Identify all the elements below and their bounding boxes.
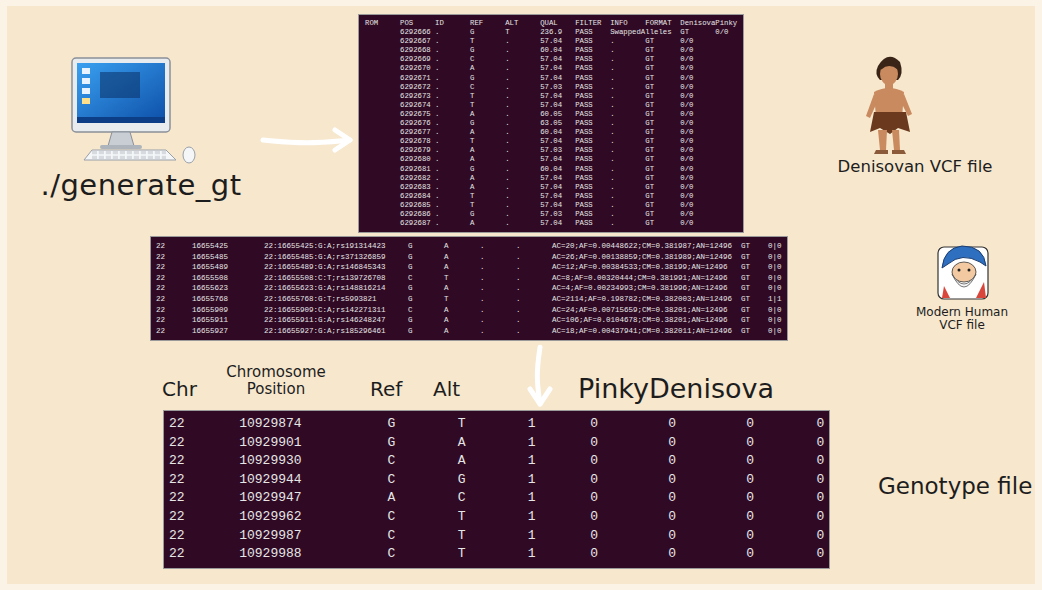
terminal-row: 22 10929930 C A 1 0 0 0 0: [169, 452, 824, 471]
vcf-caption: Modern Human VCF file: [906, 306, 1018, 332]
terminal-row: 6292687 . A . 57.04 PASS . GT 0/0: [365, 219, 737, 228]
terminal-row: 6292684 . T . 57.04 PASS . GT 0/0: [365, 192, 737, 201]
terminal-row: 22 10929962 C T 1 0 0 0 0: [169, 508, 824, 527]
command-text: ./generate_gt: [40, 168, 241, 202]
background: [7, 6, 1035, 584]
terminal-row: 22 16655768 22:16655768:G:T;rs5993821 G …: [156, 294, 782, 305]
genotype-terminal: 22 10929874 G T 1 0 0 0 022 10929901 G A…: [163, 410, 830, 569]
terminal-row: 6292680 . A . 57.04 PASS . GT 0/0: [365, 155, 737, 164]
terminal-row: 22 16655485 22:16655485:G:A;rs371326859 …: [156, 252, 782, 263]
terminal-row: 6292669 . C . 57.04 PASS . GT 0/0: [365, 55, 737, 64]
vcf-header-row: ROM POS ID REF ALT QUAL FILTER INFO FORM…: [365, 19, 737, 28]
flow-arrow: [263, 130, 350, 150]
terminal-row: 22 16655623 22:16655623:G:A;rs148816214 …: [156, 283, 782, 294]
terminal-row: 6292675 . A . 60.05 PASS . GT 0/0: [365, 110, 737, 119]
arrow-shaft: [537, 347, 540, 404]
computer-icon: [72, 58, 195, 163]
sample-header: PinkyDenisova: [578, 374, 774, 404]
flow-arrow: [530, 347, 550, 404]
column-header: Alt: [433, 378, 460, 400]
terminal-row: 6292677 . A . 60.04 PASS . GT 0/0: [365, 128, 737, 137]
modern-human-figure: [938, 246, 988, 299]
terminal-row: 22 10929944 C G 1 0 0 0 0: [169, 471, 824, 490]
terminal-row: 22 16655909 22:16655909:C:A;rs142271311 …: [156, 305, 782, 316]
terminal-row: 6292672 . C . 57.03 PASS . GT 0/0: [365, 83, 737, 92]
terminal-row: 22 16655489 22:16655489:G:A;rs146845343 …: [156, 262, 782, 273]
command-label: ./generate_gt: [25, 50, 257, 202]
terminal-row: 6292685 . T . 57.04 PASS . GT 0/0: [365, 201, 737, 210]
terminal-row: 6292679 . A . 57.03 PASS . GT 0/0: [365, 146, 737, 155]
denisovan-vcf-terminal: ROM POS ID REF ALT QUAL FILTER INFO FORM…: [358, 14, 744, 233]
terminal-row: 22 16655911 22:16655911:G:A;rs146248247 …: [156, 315, 782, 326]
terminal-row: 22 10929947 A C 1 0 0 0 0: [169, 489, 824, 508]
column-header: Chromosome Position: [212, 364, 340, 397]
terminal-row: 6292683 . A . 57.04 PASS . GT 0/0: [365, 183, 737, 192]
terminal-row: 22 16655508 22:16655508:C:T;rs139726708 …: [156, 273, 782, 284]
terminal-row: 6292682 . A . 57.04 PASS . GT 0/0: [365, 174, 737, 183]
terminal-row: 22 16655425 22:16655425:G:A;rs191314423 …: [156, 241, 782, 252]
terminal-row: 6292674 . T . 57.04 PASS . GT 0/0: [365, 101, 737, 110]
terminal-row: 6292668 . G . 60.04 PASS . GT 0/0: [365, 46, 737, 55]
arrow-head: [530, 389, 550, 404]
denisovan-figure: [866, 57, 912, 154]
terminal-row: 6292671 . G . 57.04 PASS . GT 0/0: [365, 74, 737, 83]
column-header: Chr: [162, 378, 197, 400]
terminal-row: 22 16655927 22:16655927:G:A;rs185296461 …: [156, 326, 782, 337]
terminal-row: 6292666 . G T 236.9 PASS SwappedAlleles …: [365, 28, 737, 37]
terminal-row: 22 10929901 G A 1 0 0 0 0: [169, 434, 824, 453]
terminal-row: 6292686 . G . 57.03 PASS . GT 0/0: [365, 210, 737, 219]
terminal-row: 6292670 . A . 57.04 PASS . GT 0/0: [365, 64, 737, 73]
vcf-caption: Denisovan VCF file: [820, 158, 1010, 176]
terminal-row: 6292676 . G . 63.05 PASS . GT 0/0: [365, 119, 737, 128]
modern-human-vcf-terminal: 22 16655425 22:16655425:G:A;rs191314423 …: [150, 236, 788, 341]
terminal-row: 6292673 . T . 57.04 PASS . GT 0/0: [365, 92, 737, 101]
terminal-row: 22 10929988 C T 1 0 0 0 0: [169, 545, 824, 564]
terminal-row: 6292667 . T . 57.04 PASS . GT 0/0: [365, 37, 737, 46]
terminal-row: 22 10929987 C T 1 0 0 0 0: [169, 527, 824, 546]
terminal-row: 22 10929874 G T 1 0 0 0 0: [169, 415, 824, 434]
file-caption: Genotype file: [878, 474, 1032, 499]
arrow-shaft: [263, 140, 350, 143]
terminal-row: 6292681 . G . 60.04 PASS . GT 0/0: [365, 165, 737, 174]
terminal-row: 6292678 . T . 57.04 PASS . GT 0/0: [365, 137, 737, 146]
column-header: Ref: [370, 378, 402, 400]
arrow-head: [335, 130, 350, 150]
